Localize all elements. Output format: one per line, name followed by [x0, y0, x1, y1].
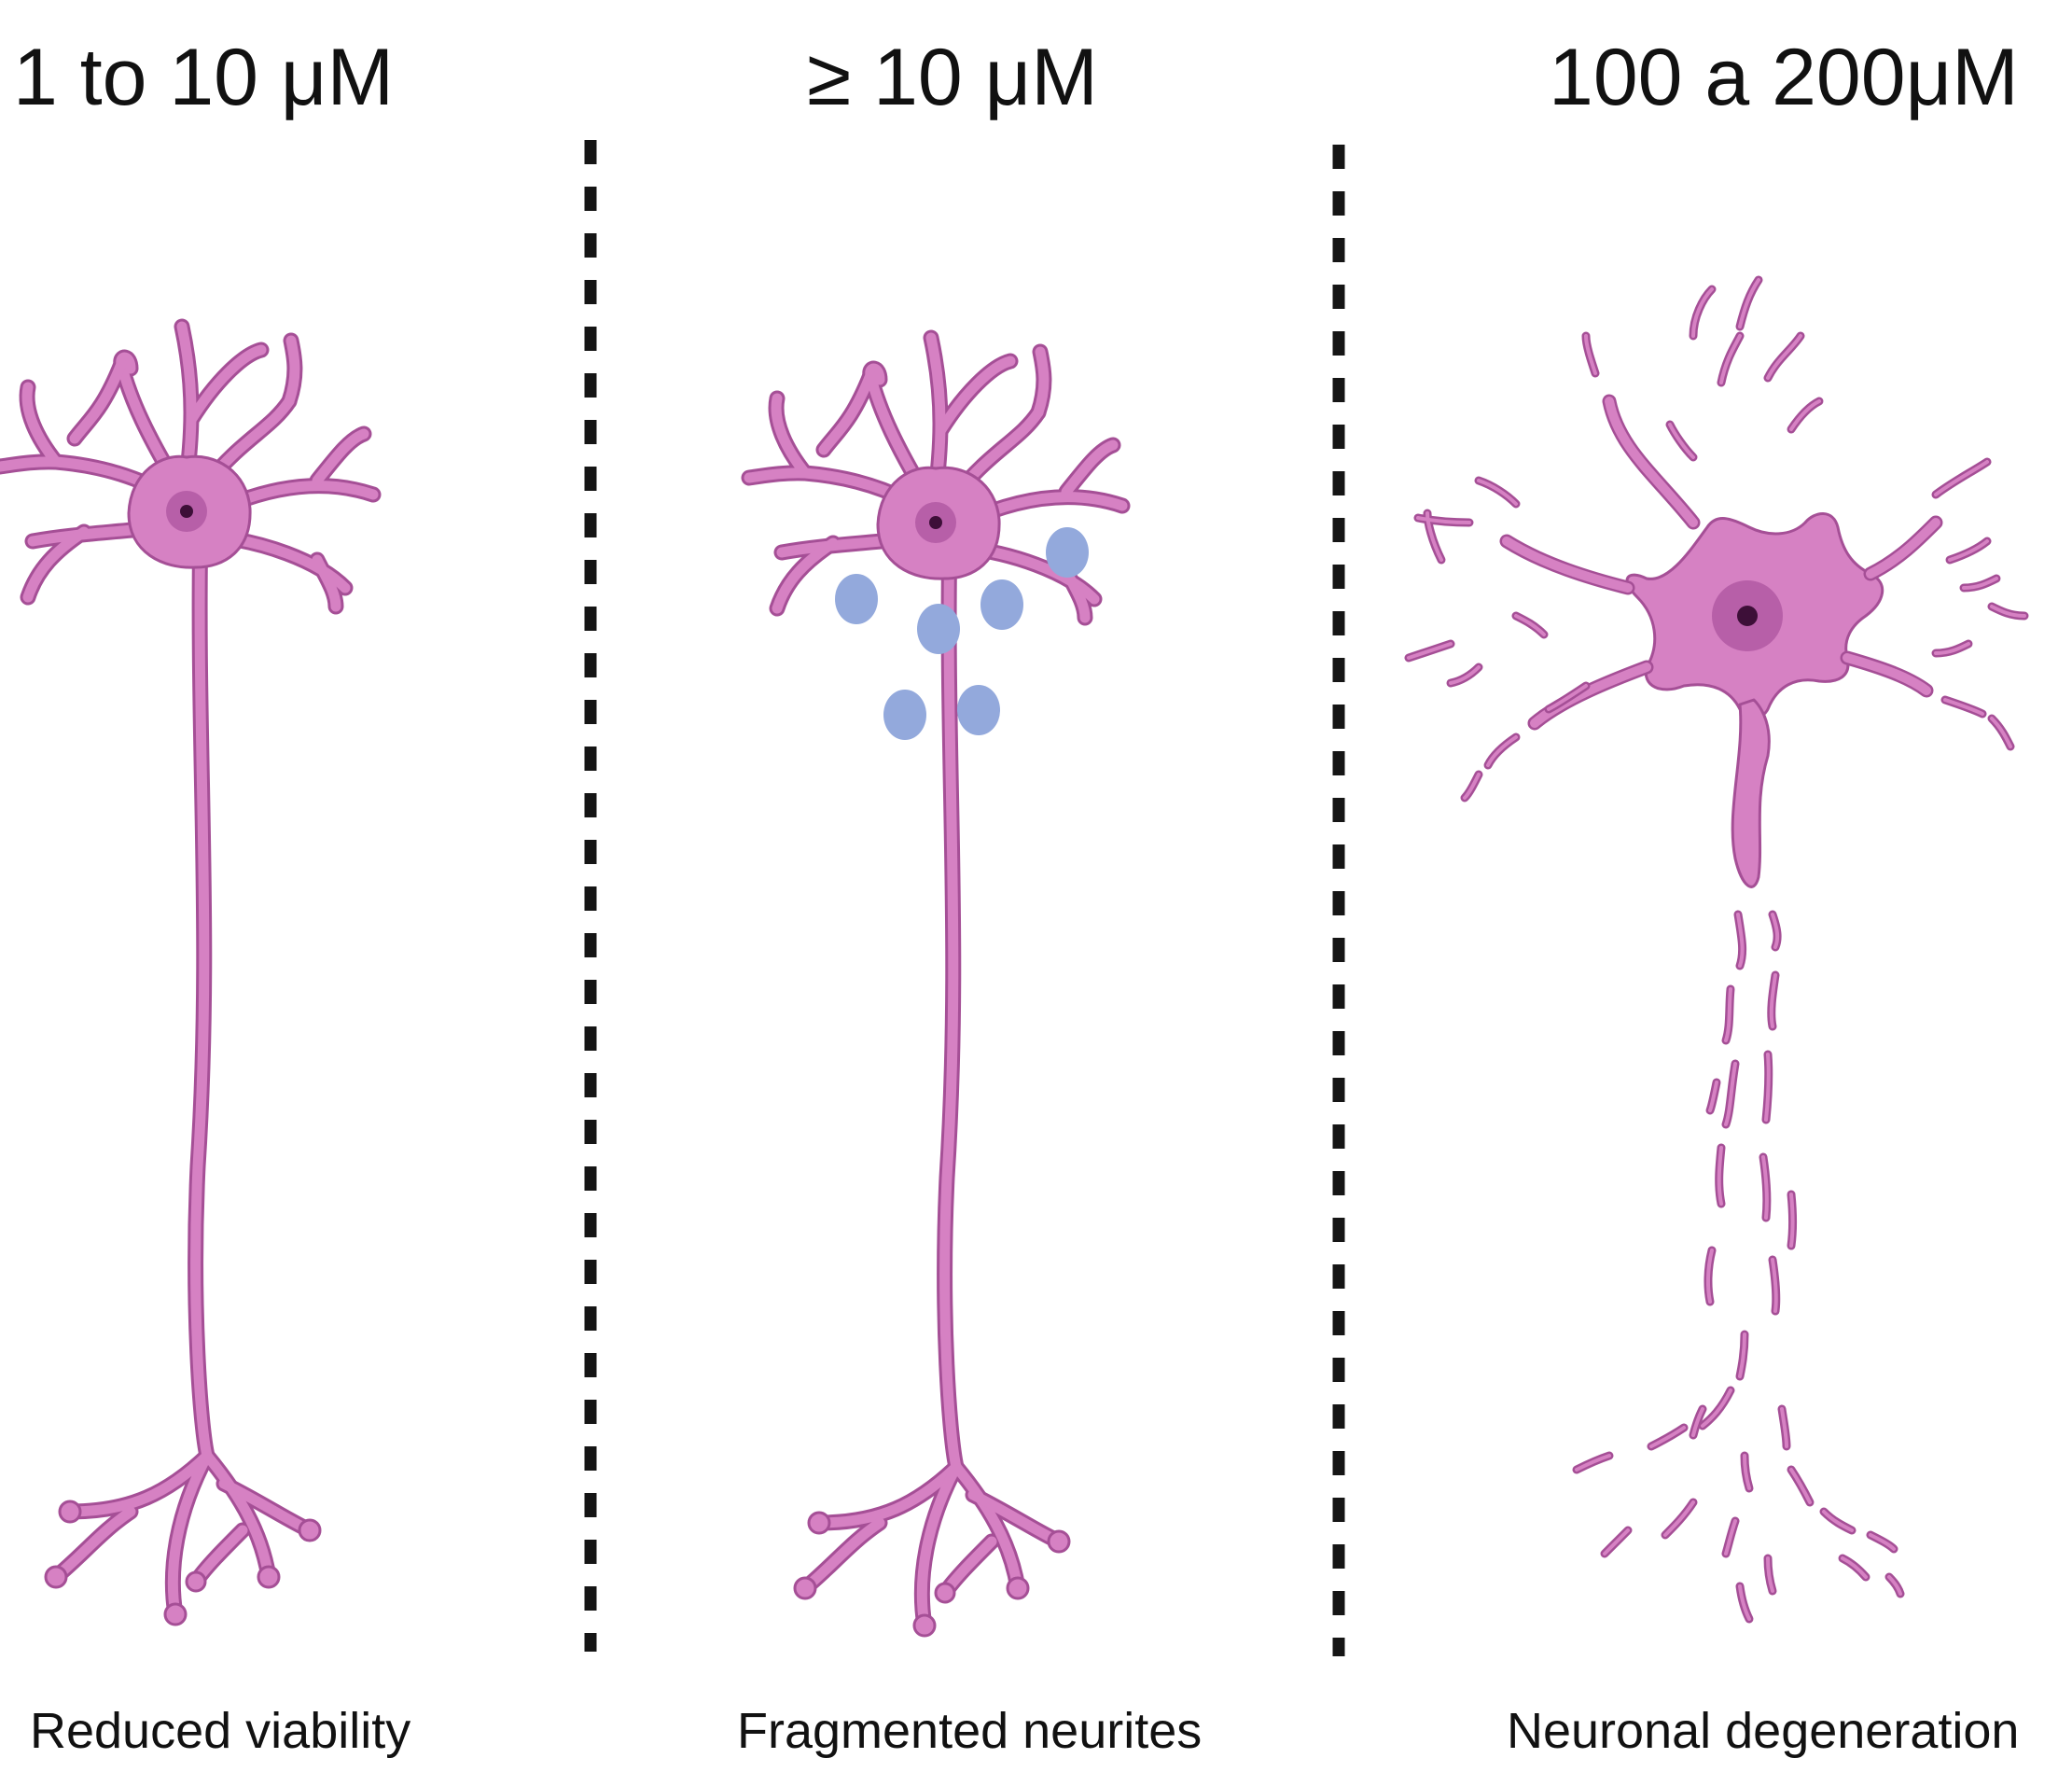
- vesicle: [1046, 527, 1089, 578]
- effect-label-high: Neuronal degeneration: [1507, 1703, 2020, 1759]
- concentration-label-low: 1 to 10 μM: [13, 33, 395, 122]
- vesicle: [980, 579, 1023, 630]
- vesicles: [835, 527, 1089, 740]
- vesicle: [835, 574, 878, 624]
- neuron-fragmenting: [741, 329, 1131, 1638]
- neuron-degenerated: [1404, 275, 2029, 1624]
- vesicle: [917, 604, 960, 654]
- neuron-healthy: [0, 318, 382, 1626]
- vesicle: [957, 685, 1000, 735]
- vesicle: [883, 690, 926, 740]
- concentration-label-mid: ≥ 10 μM: [807, 33, 1098, 122]
- effect-label-mid: Fragmented neurites: [737, 1703, 1203, 1759]
- effect-label-low: Reduced viability: [30, 1703, 411, 1759]
- concentration-label-high: 100 a 200μM: [1549, 33, 2019, 122]
